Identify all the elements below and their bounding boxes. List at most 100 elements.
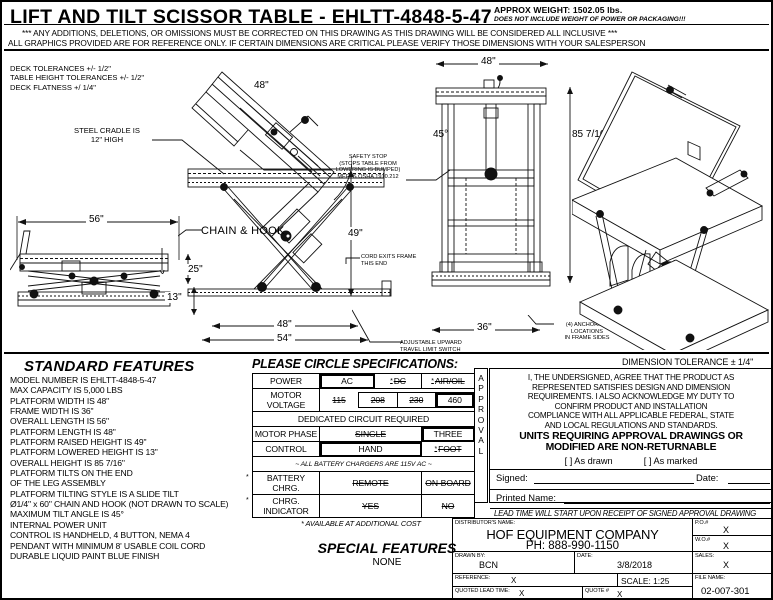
spec-row-dedicated-circuit: DEDICATED CIRCUIT REQUIRED — [252, 411, 475, 427]
spec-option-hand[interactable]: HAND — [319, 441, 422, 457]
spec-option-230[interactable]: 230 — [396, 392, 436, 408]
spec-option-foot[interactable]: *FOOT — [421, 441, 475, 457]
page-title: LIFT AND TILT SCISSOR TABLE - EHLTT-4848… — [10, 6, 492, 28]
standard-feature-item: Ø1/4" x 60" CHAIN AND HOOK (NOT DRAWN TO… — [10, 499, 229, 510]
drawn-by-label: DRAWN BY: — [455, 553, 486, 559]
dim-54: 54" — [274, 333, 295, 344]
dim-56: 56" — [86, 214, 107, 225]
drawn-by-cell: DRAWN BY: BCN — [453, 552, 575, 574]
spec-option-yes[interactable]: YES — [319, 494, 422, 518]
spec-label-motor-voltage: MOTOR VOLTAGE — [252, 388, 320, 412]
date-value: 3/8/2018 — [617, 560, 653, 570]
safety-stop-line-3: LOWERING IS BUMPED) — [335, 167, 401, 174]
standard-feature-item: OVERALL HEIGHT IS 85 7/16" — [10, 457, 125, 468]
dim-13-line — [191, 287, 197, 315]
anchoring-line-1: (4) ANCHORING — [565, 322, 609, 328]
company-name: HOF EQUIPMENT COMPANY — [486, 527, 659, 542]
printed-name-input-line[interactable] — [564, 502, 770, 504]
spec-option-460[interactable]: 460 — [435, 392, 475, 408]
approval-check-row: [ ] As drawn [ ] As marked — [496, 456, 766, 466]
spec-label-charger-indicator: *CHRG. INDICATOR — [246, 494, 320, 518]
standard-feature-item: FRAME WIDTH IS 36" — [10, 406, 94, 417]
spec-row-battery-charger: *BATTERY CHRG. REMOTE ON-BOARD — [246, 471, 475, 495]
quote-number-cell: QUOTE # X — [583, 587, 693, 600]
approval-para-4: CONFIRM PRODUCT AND INSTALLATION — [554, 401, 708, 411]
standard-feature-item: MAX CAPACITY IS 5,000 LBS — [10, 385, 123, 396]
spec-option-no[interactable]: NO — [421, 494, 475, 518]
spec-option-single[interactable]: SINGLE — [319, 426, 422, 442]
signed-label: Signed: — [496, 471, 528, 483]
date-input-line[interactable] — [728, 482, 770, 484]
front-elevation-drawing — [431, 75, 551, 287]
spec-option-remote[interactable]: REMOTE — [319, 471, 422, 495]
dim-48-top: 48" — [478, 56, 499, 67]
approval-para-1: I, THE UNDERSIGNED, AGREE THAT THE PRODU… — [527, 373, 735, 382]
dim-48-base: 48" — [274, 319, 295, 330]
dim-36: 36" — [474, 322, 495, 333]
safety-stop-line-1: SAFETY STOP — [348, 154, 388, 160]
standard-feature-item: PENDANT WITH MINIMUM 8' USABLE COIL CORD — [10, 540, 206, 551]
special-features-section: SPECIAL FEATURES NONE — [302, 540, 472, 568]
dim-48-tilt: 48" — [254, 80, 269, 91]
wo-cell: W.O.# X — [693, 536, 772, 552]
drawing-note-line-1: *** ANY ADDITIONS, DELETIONS, OR OMISSIO… — [22, 28, 618, 38]
quote-number-label: QUOTE # — [585, 588, 609, 594]
quoted-lead-time-label: QUOTED LEAD TIME: — [455, 588, 510, 594]
spec-label-power: POWER — [252, 373, 320, 389]
safety-stop-leader-line — [239, 149, 332, 171]
standard-feature-item: OF THE LEG ASSEMBLY — [10, 478, 106, 489]
anchoring-line-3: IN FRAME SIDES — [564, 335, 610, 342]
standard-feature-item: PLATFORM LENGTH IS 48" — [10, 426, 116, 437]
spec-option-air-oil[interactable]: *AIR/OIL — [421, 373, 475, 389]
wo-value: X — [723, 541, 730, 551]
approval-para-6: AND LOCAL REGULATIONS AND STANDARDS. — [544, 420, 718, 430]
spec-option-dc[interactable]: *DC — [374, 373, 422, 389]
checkbox-as-drawn[interactable]: [ ] As drawn — [564, 455, 613, 466]
asterisk-battery-charger: * — [246, 474, 249, 481]
standard-feature-item: PLATFORM WIDTH IS 48" — [10, 395, 110, 406]
standard-features-title: STANDARD FEATURES — [24, 358, 195, 375]
spec-voltage-cell: 115 208 230 460 — [320, 389, 475, 412]
tolerance-line-2: TABLE HEIGHT TOLERANCES +/- 1/2" — [10, 73, 145, 83]
drawn-by-value: BCN — [479, 560, 499, 570]
spec-row-motor-phase: MOTOR PHASE SINGLE THREE — [252, 426, 475, 442]
sales-cell: SALES: X — [693, 552, 772, 574]
cord-exits-line-2: THIS END — [361, 260, 388, 267]
header-divider-top — [4, 24, 769, 25]
standard-feature-item: MAXIMUM TILT ANGLE IS 45° — [10, 509, 124, 520]
dim-85-7-16: 85 7/16" — [572, 129, 609, 140]
steel-cradle-line-1: STEEL CRADLE IS — [74, 126, 140, 135]
reference-label: REFERENCE: — [455, 575, 491, 581]
limit-switch-leader — [352, 309, 402, 343]
scale-label: SCALE: 1:25 — [621, 576, 670, 586]
standard-feature-item: CONTROL IS HANDHELD, 4 BUTTON, NEMA 4 — [10, 530, 190, 541]
approx-weight-block: APPROX WEIGHT: 1502.05 lbs. DOES NOT INC… — [494, 5, 772, 23]
signed-input-line[interactable] — [534, 482, 694, 484]
scissor-side-view-drawing — [187, 168, 392, 297]
spec-option-115[interactable]: 115 — [320, 392, 359, 408]
scale-cell: SCALE: 1:25 — [618, 574, 693, 587]
checkbox-as-marked[interactable]: [ ] As marked — [643, 455, 698, 466]
approval-para-3: REQUIREMENTS. I ALSO ACKNOWLEDGE MY DUTY… — [527, 392, 735, 402]
specifications-footnote: * AVAILABLE AT ADDITIONAL COST — [301, 519, 421, 528]
distributor-cell: DISTRIBUTOR'S NAME: HOF EQUIPMENT COMPAN… — [453, 519, 693, 552]
file-name-cell: FILE NAME: 02-007-301 — [693, 574, 772, 600]
spec-option-three[interactable]: THREE — [421, 426, 475, 442]
approval-para-5: COMPLIANCE WITH ALL APPLICABLE FEDERAL, … — [527, 411, 735, 421]
isometric-view-drawing — [572, 71, 770, 350]
spec-option-on-board[interactable]: ON-BOARD — [421, 471, 475, 495]
specifications-section: PLEASE CIRCLE SPECIFICATIONS: POWER AC *… — [246, 357, 475, 528]
specifications-table: POWER AC *DC *AIR/OIL MOTOR VOLTAGE 115 … — [246, 373, 475, 518]
po-label: P.O.# — [695, 520, 709, 526]
po-value: X — [723, 525, 730, 535]
limit-switch-line-1: ADJUSTABLE UPWARD — [400, 340, 462, 346]
spec-option-ac[interactable]: AC — [319, 373, 375, 389]
sales-value: X — [723, 560, 730, 570]
spec-option-208[interactable]: 208 — [358, 392, 398, 408]
standard-feature-item: PLATFORM LOWERED HEIGHT IS 13" — [10, 447, 158, 458]
tolerance-line-3: DECK FLATNESS +/ 1/4" — [10, 82, 96, 92]
quoted-lead-time-cell: QUOTED LEAD TIME: X — [453, 587, 583, 600]
tilted-side-view-drawing — [191, 71, 352, 237]
approval-agreement-box: I, THE UNDERSIGNED, AGREE THAT THE PRODU… — [489, 368, 773, 518]
